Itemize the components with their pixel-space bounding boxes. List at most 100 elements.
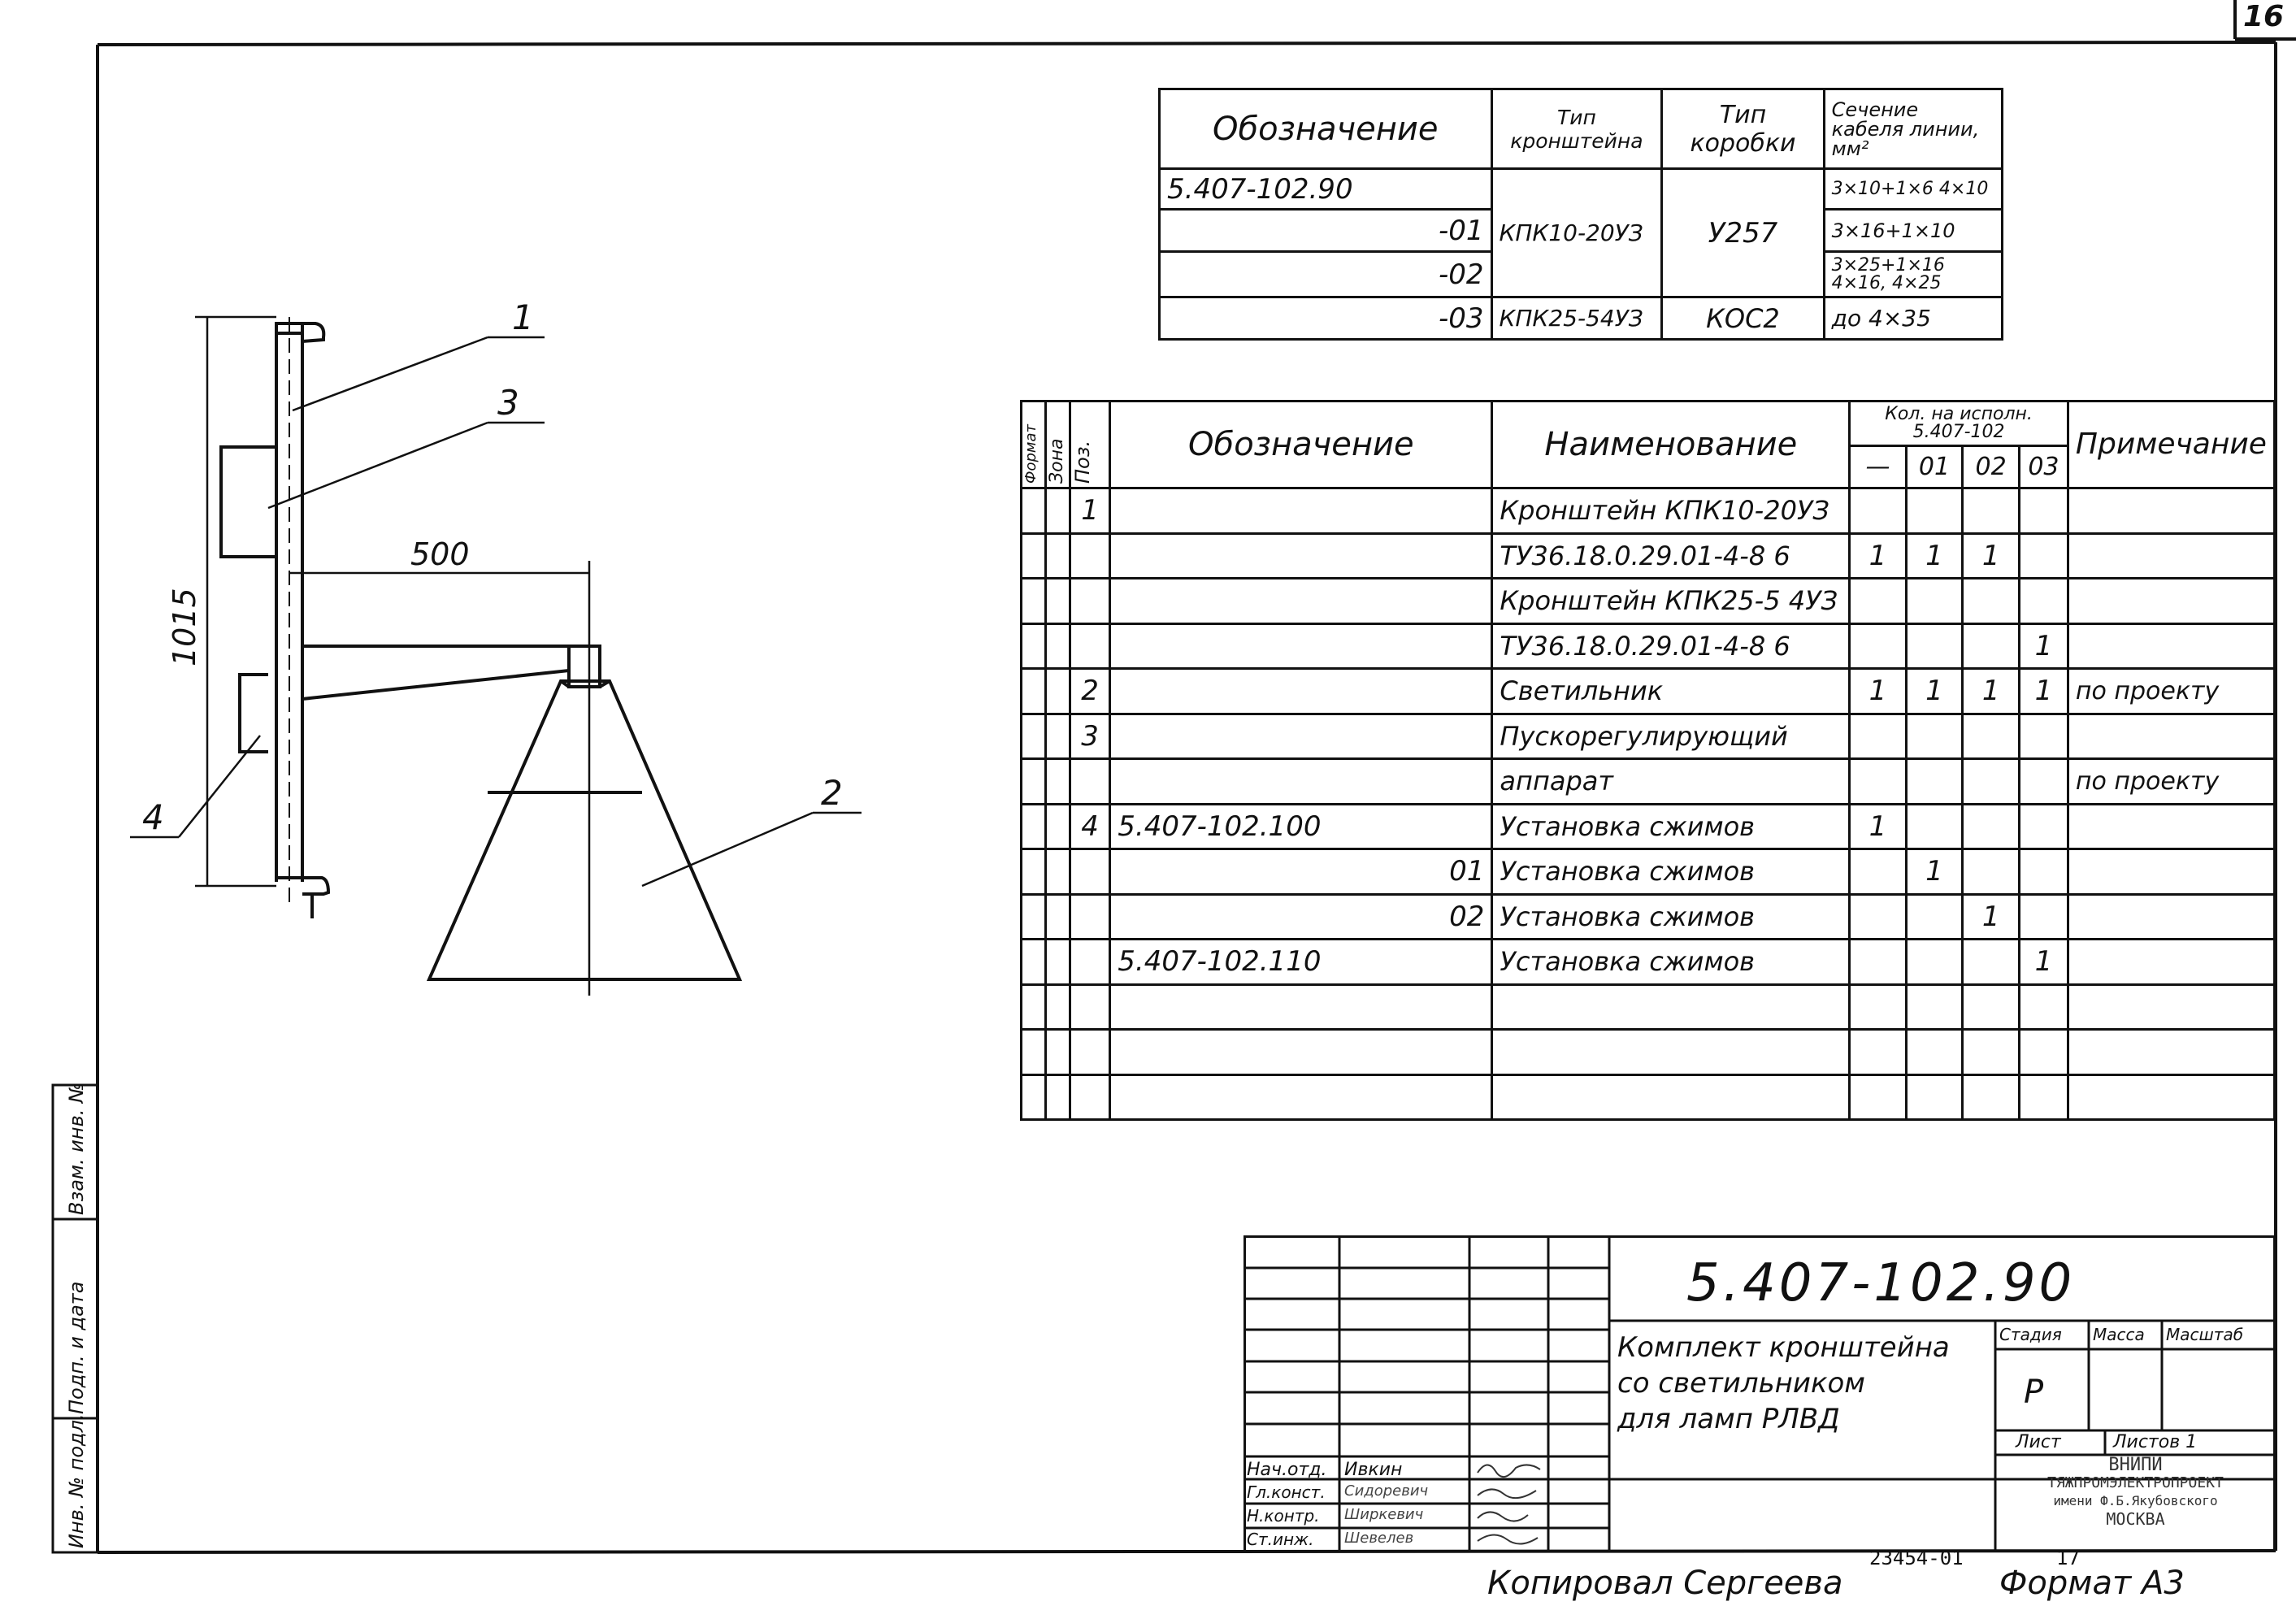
spec-cell-q1 xyxy=(1904,892,1964,940)
spec-cell-q3 xyxy=(2017,848,2069,896)
spec-cell-name: Светильник xyxy=(1491,667,1851,715)
spec-cell-designation xyxy=(1109,757,1494,805)
org-line-1: ВНИПИ xyxy=(2108,1455,2163,1475)
spec-cell-q1: 1 xyxy=(1904,848,1964,896)
variants-row-3-section: до 4×35 xyxy=(1822,296,2004,341)
spec-cell-name: Установка сжимов xyxy=(1491,802,1851,850)
spec-cell-name xyxy=(1491,983,1851,1031)
spec-cell-q0 xyxy=(1848,757,1908,805)
stage-value: Р xyxy=(2024,1374,2044,1411)
spec-cell-zone xyxy=(1044,667,1071,715)
spec-cell-q3 xyxy=(2017,983,2069,1031)
spec-cell-q0: 1 xyxy=(1848,667,1908,715)
spec-cell-note xyxy=(2066,892,2276,940)
variants-row-2-designation: -02 xyxy=(1158,250,1493,298)
spec-cell-name: Кронштейн КПК10-20УЗ xyxy=(1491,487,1851,535)
sheet-label: Лист xyxy=(2016,1432,2061,1452)
spec-cell-q2 xyxy=(1961,577,2020,625)
role-3: Ст.инж. xyxy=(1247,1530,1314,1549)
spec-cell-designation xyxy=(1109,667,1494,715)
spec-cell-q0 xyxy=(1848,622,1908,670)
spec-cell-zone xyxy=(1044,487,1071,535)
spec-cell-zone xyxy=(1044,1028,1071,1076)
mass-label: Масса xyxy=(2093,1325,2145,1344)
side-stamp xyxy=(51,1083,99,1554)
bracket-drawing xyxy=(219,322,743,981)
spec-cell-zone xyxy=(1044,532,1071,579)
spec-cell-q0 xyxy=(1848,892,1908,940)
spec-cell-q0 xyxy=(1848,712,1908,760)
spec-cell-pos: 3 xyxy=(1068,712,1112,760)
spec-cell-pos xyxy=(1068,848,1112,896)
leader-4: 4 xyxy=(142,797,164,837)
name-2: Ширкевич xyxy=(1344,1506,1424,1523)
role-1: Гл.конст. xyxy=(1247,1482,1326,1502)
spec-cell-zone xyxy=(1044,938,1071,986)
spec-cell-q3 xyxy=(2017,1028,2069,1076)
spec-cell-pos xyxy=(1068,577,1112,625)
spec-cell-pos xyxy=(1068,983,1112,1031)
spec-cell-q1: 1 xyxy=(1904,667,1964,715)
spec-cell-q1 xyxy=(1904,622,1964,670)
spec-cell-zone xyxy=(1044,577,1071,625)
spec-cell-q2: 1 xyxy=(1961,532,2020,579)
org-line-4: МОСКВА xyxy=(2106,1509,2165,1529)
spec-cell-note xyxy=(2066,1073,2276,1121)
spec-cell-name: Пускорегулирующий xyxy=(1491,712,1851,760)
spec-row: 3 Пускорегулирующий xyxy=(1020,712,2276,760)
dim-arm: 500 xyxy=(410,536,470,572)
org-block: ВНИПИ ТЯЖПРОМЭЛЕКТРОПРОЕКТ имени Ф.Б.Яку… xyxy=(1995,1455,2276,1529)
footer-sheet-no: 17 xyxy=(2056,1547,2080,1569)
spec-cell-q2 xyxy=(1961,802,2020,850)
spec-cell-q1 xyxy=(1904,983,1964,1031)
stage-label: Стадия xyxy=(1999,1325,2062,1344)
spec-cell-zone xyxy=(1044,848,1071,896)
spec-cell-note xyxy=(2066,938,2276,986)
spec-cell-zone xyxy=(1044,802,1071,850)
spec-cell-zone xyxy=(1044,1073,1071,1121)
spec-cell-format xyxy=(1020,667,1047,715)
spec-cell-format xyxy=(1020,712,1047,760)
spec-cell-q1 xyxy=(1904,712,1964,760)
spec-cell-pos: 2 xyxy=(1068,667,1112,715)
spec-cell-q0 xyxy=(1848,487,1908,535)
spec-cell-pos xyxy=(1068,938,1112,986)
spec-cell-designation xyxy=(1109,622,1494,670)
title-line-1: Комплект кронштейна xyxy=(1617,1331,1950,1364)
spec-cell-q3 xyxy=(2017,577,2069,625)
spec-header-note: Примечание xyxy=(2066,400,2276,489)
spec-cell-q2 xyxy=(1961,622,2020,670)
spec-cell-note: по проекту xyxy=(2066,757,2276,805)
spec-cell-q1: 1 xyxy=(1904,532,1964,579)
side-stamp-vzam: Взам. инв. № xyxy=(65,1083,88,1215)
spec-cell-name: Установка сжимов xyxy=(1491,938,1851,986)
spec-cell-format xyxy=(1020,757,1047,805)
spec-cell-q2: 1 xyxy=(1961,892,2020,940)
spec-cell-q1 xyxy=(1904,1073,1964,1121)
spec-cell-pos: 1 xyxy=(1068,487,1112,535)
variants-row-0-designation: 5.407-102.90 xyxy=(1158,167,1493,211)
variants-row-1-designation: -01 xyxy=(1158,208,1493,253)
title-line-2: со светильником xyxy=(1617,1367,1865,1400)
spec-row xyxy=(1020,1073,2276,1121)
spec-cell-q3: 1 xyxy=(2017,667,2069,715)
spec-cell-format xyxy=(1020,848,1047,896)
spec-cell-q1 xyxy=(1904,577,1964,625)
spec-cell-designation xyxy=(1109,1028,1494,1076)
spec-cell-note xyxy=(2066,577,2276,625)
spec-cell-zone xyxy=(1044,757,1071,805)
spec-cell-q1 xyxy=(1904,757,1964,805)
spec-cell-q3: 1 xyxy=(2017,938,2069,986)
spec-cell-q0 xyxy=(1848,1073,1908,1121)
spec-cell-q2 xyxy=(1961,1028,2020,1076)
spec-cell-designation xyxy=(1109,532,1494,579)
spec-cell-zone xyxy=(1044,712,1071,760)
org-line-3: имени Ф.Б.Якубовского xyxy=(2053,1493,2218,1508)
signatures xyxy=(1477,1464,1541,1545)
spec-cell-format xyxy=(1020,938,1047,986)
spec-cell-zone xyxy=(1044,892,1071,940)
footer-format: Формат А3 xyxy=(1999,1565,2185,1602)
